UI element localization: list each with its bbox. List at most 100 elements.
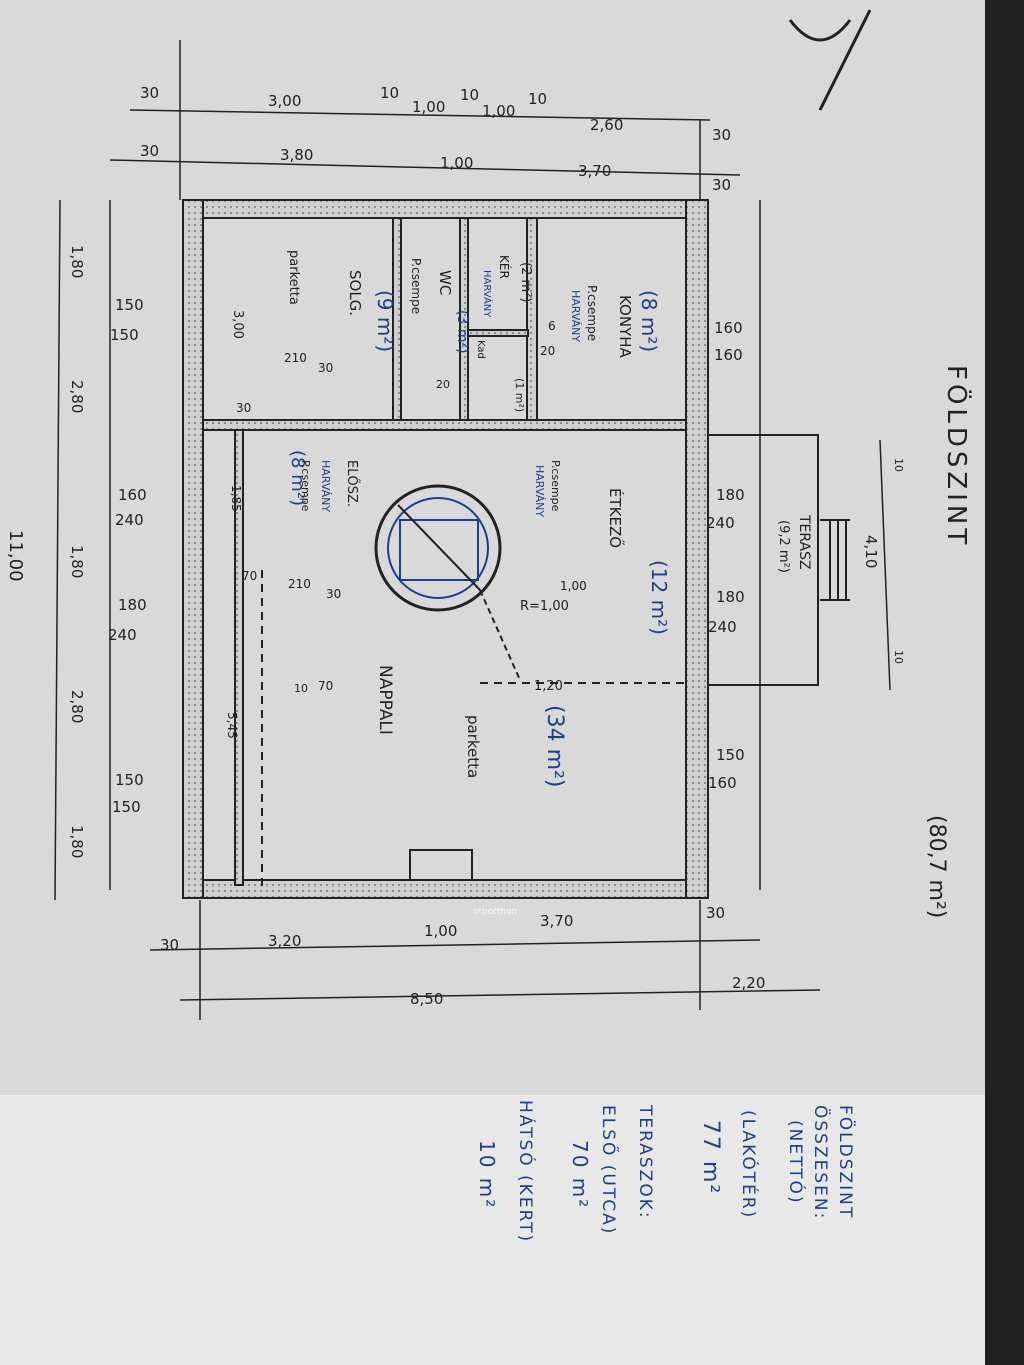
nappali-name: NAPPALI xyxy=(375,665,395,735)
dark-right-edge xyxy=(985,0,1024,1365)
szoba-area: (9 m²) xyxy=(373,290,397,352)
stair-r2: 1,00 xyxy=(560,579,587,593)
fireplace xyxy=(409,849,473,881)
mid-30b: 30 xyxy=(326,587,341,601)
dim-bot-100: 1,00 xyxy=(424,922,457,940)
dim-li-240a: 240 xyxy=(115,511,144,529)
dim-li-240b: 240 xyxy=(108,626,137,644)
paper-notes-area xyxy=(0,1095,985,1365)
mid-545: 5,45 xyxy=(225,712,239,739)
dim-left-280a: 2,80 xyxy=(68,380,86,413)
dim-li-150d: 150 xyxy=(112,798,141,816)
note-line-8: 70 m² xyxy=(568,1140,592,1210)
dim-top2-30b: 30 xyxy=(712,176,731,194)
bottom-dimensions: 30 3,20 1,00 3,70 30 8,50 2,20 xyxy=(160,904,765,1008)
dim-top2-370: 3,70 xyxy=(578,162,611,180)
dim-li-180: 180 xyxy=(118,596,147,614)
kamra-area: (2 m²) xyxy=(518,262,533,302)
note-line-3: (NETTÓ) xyxy=(785,1120,805,1205)
door-arc-mark xyxy=(788,9,872,111)
konyha-name: KONYHA xyxy=(616,295,634,358)
szoba-h: 30 xyxy=(318,361,333,375)
note-line-7: ELSŐ (UTCA) xyxy=(598,1105,618,1236)
dim-bot-30: 30 xyxy=(160,936,179,954)
dim-bot-370: 3,70 xyxy=(540,912,573,930)
dashed-lines xyxy=(261,570,686,890)
kamra-floor: HARVÁNY xyxy=(481,270,494,318)
note-line-4: (LAKÓTÉR) xyxy=(738,1110,758,1220)
dim-li-150c: 150 xyxy=(115,771,144,789)
note-line-2: ÖSSZESEN: xyxy=(810,1105,830,1221)
etkezo-area: (12 m²) xyxy=(647,560,671,635)
dim-top-100b: 1,00 xyxy=(482,102,515,120)
small-area: (1 m²) xyxy=(513,378,526,412)
dim-left-180b: 1,80 xyxy=(68,545,86,578)
dim-top-10a: 10 xyxy=(380,84,399,102)
konyha-floor: P.csempe xyxy=(585,285,599,341)
stair-r: R=1,00 xyxy=(520,599,569,614)
dim-top-260: 2,60 xyxy=(590,116,623,134)
wc-floor: P.csempe xyxy=(409,258,423,314)
dim-bot-320: 3,20 xyxy=(268,932,301,950)
dim-r-410: 4,10 xyxy=(862,535,880,568)
dim-bot-30b: 30 xyxy=(706,904,725,922)
nappali-area: (34 m²) xyxy=(542,705,567,787)
dim-left-180c: 1,80 xyxy=(68,825,86,858)
note-line-1: FÖLDSZINT xyxy=(835,1105,855,1220)
szoba-floor: parketta xyxy=(286,250,301,305)
terasz-area: (9,2 m²) xyxy=(776,520,791,573)
szoba-w: 210 xyxy=(284,351,307,365)
spiral-stair xyxy=(374,484,521,681)
etkezo-floor: P.csempe xyxy=(549,460,562,512)
wc-name: WC xyxy=(436,270,454,295)
terasz-name: TERASZ xyxy=(796,514,812,570)
etkezo-name: ÉTKEZŐ xyxy=(606,488,626,548)
szoba-name: SOLG. xyxy=(346,270,364,316)
sheet-title: FÖLDSZINT xyxy=(941,365,973,548)
dim-top-100a: 1,00 xyxy=(412,98,445,116)
dim-top-30: 30 xyxy=(140,84,159,102)
dim-top-30b: 30 xyxy=(712,126,731,144)
dim-r-240a: 240 xyxy=(706,514,735,532)
dim-bot-220: 2,20 xyxy=(732,974,765,992)
mid-210: 210 xyxy=(288,577,311,591)
mid-300: 3,00 xyxy=(230,310,245,339)
etkezo-extra: HARVÁNY xyxy=(533,465,546,517)
notes-block: FÖLDSZINT ÖSSZESEN: (NETTÓ) (LAKÓTÉR) 77… xyxy=(460,1100,980,1360)
konyha-h: 6 xyxy=(548,319,556,333)
mid-10: 10 xyxy=(294,682,308,695)
top-dimensions: 30 3,00 10 1,00 10 1,00 10 2,60 30 30 3,… xyxy=(140,84,731,194)
elo-area: (8 m²) xyxy=(287,450,308,506)
konyha-area: (8 m²) xyxy=(637,290,661,352)
mid-185: 1,85 xyxy=(229,485,243,512)
dim-top2-380: 3,80 xyxy=(280,146,313,164)
wc-val: 20 xyxy=(436,378,450,391)
mid-70a: 70 xyxy=(242,569,257,583)
dim-r-180b: 180 xyxy=(716,588,745,606)
elo-name: ELŐSZ. xyxy=(344,460,360,507)
dim-left-180a: 1,80 xyxy=(68,245,86,278)
konyha-h2: 20 xyxy=(540,344,555,358)
dim-r-180a: 180 xyxy=(716,486,745,504)
kamra-name: KÉR xyxy=(497,255,512,279)
left-dimensions: 1,80 2,80 1,80 2,80 1,80 11,00 150 150 1… xyxy=(5,245,147,858)
dim-r-10b: 10 xyxy=(892,650,905,664)
konyha-extra: HARVÁNY xyxy=(569,290,582,342)
elo-extra: P.csempe xyxy=(299,460,312,512)
dim-top-10b: 10 xyxy=(460,86,479,104)
dim-r-160c: 160 xyxy=(708,774,737,792)
dim-r-160b: 160 xyxy=(714,346,743,364)
paper-sheet xyxy=(0,0,985,1100)
dim-top-10c: 10 xyxy=(528,90,547,108)
room-labels: KONYHA (8 m²) P.csempe HARVÁNY 6 20 (2 m… xyxy=(225,250,812,787)
dim-top-300: 3,00 xyxy=(268,92,301,110)
dim-left-total: 11,00 xyxy=(5,530,26,582)
right-dimensions: 160 160 180 240 180 240 150 160 4,10 10 … xyxy=(706,319,905,792)
dim-li-150b: 150 xyxy=(110,326,139,344)
dim-left-280b: 2,80 xyxy=(68,690,86,723)
dim-r-160a: 160 xyxy=(714,319,743,337)
note-line-10: 10 m² xyxy=(475,1140,499,1210)
mid-70b: 70 xyxy=(318,679,333,693)
